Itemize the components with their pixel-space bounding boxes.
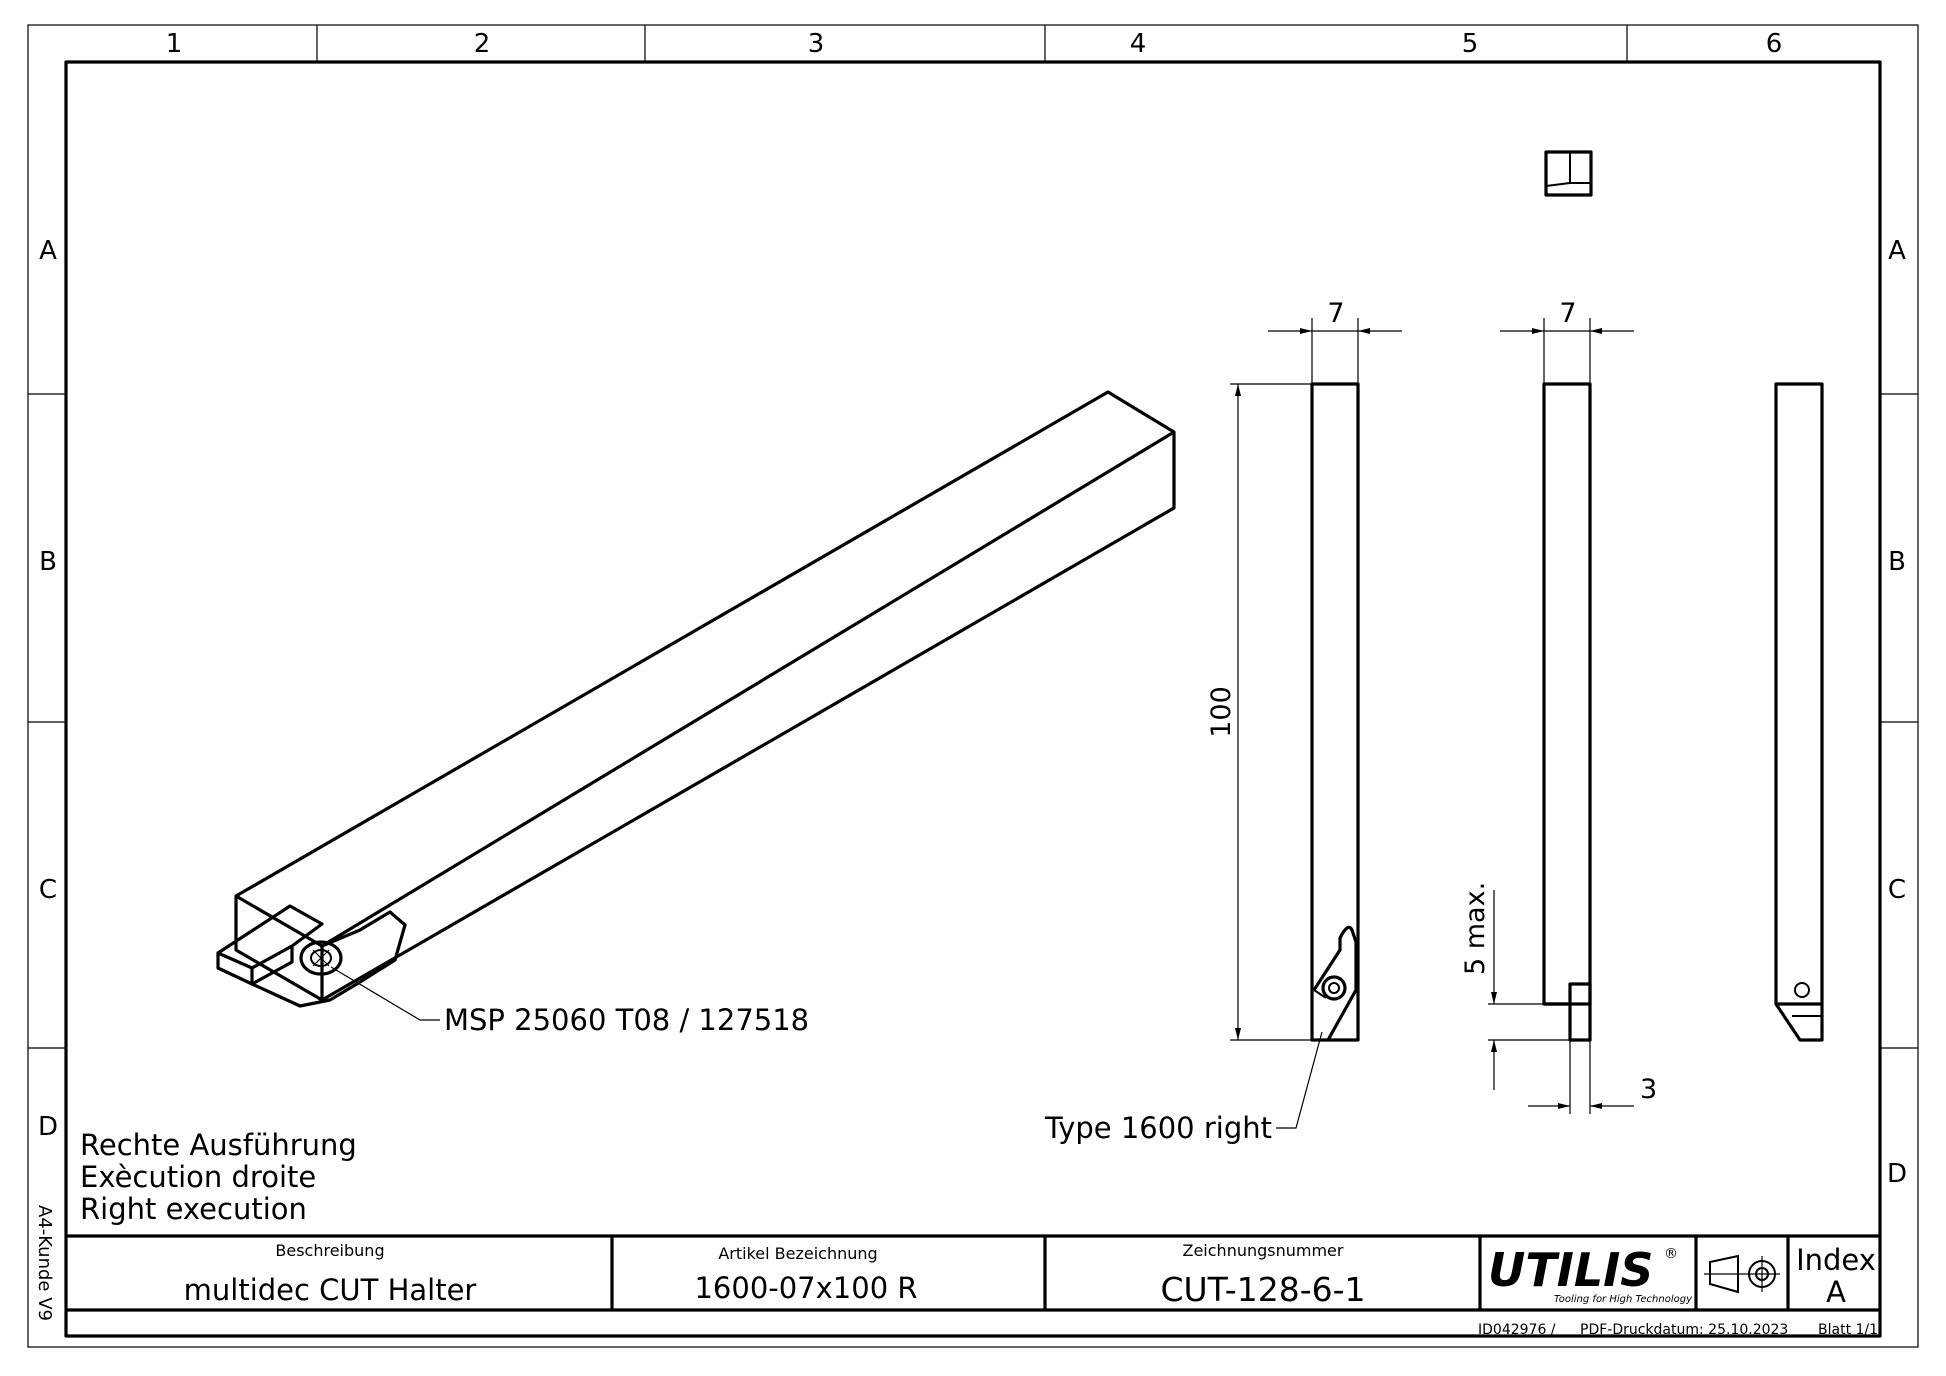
description-value: multidec CUT Halter [184,1273,477,1307]
drawing-frame [27,24,1919,1348]
offset-dimension: 5 max. [1460,882,1570,1090]
footer-print-date: PDF-Druckdatum: 25.10.2023 [1580,1322,1788,1338]
insert-width-dimension: 3 [1528,1040,1657,1114]
index-value: A [1826,1275,1846,1309]
row-label: B [39,547,57,577]
drawing-number-value: CUT-128-6-1 [1160,1270,1365,1309]
footer: ID042976 / PDF-Druckdatum: 25.10.2023 Bl… [1478,1322,1878,1338]
front-view [1310,382,1360,1042]
column-label: 4 [1130,29,1147,59]
index-label: Index [1796,1243,1876,1277]
article-header: Artikel Bezeichnung [718,1244,877,1263]
row-label: A [1888,236,1906,266]
front-width-value: 7 [1327,298,1344,329]
side-view [1542,382,1592,1042]
isometric-view [216,390,1176,1021]
screw-callout: MSP 25060 T08 / 127518 [444,1003,809,1037]
brand-name: UTILIS [1488,1243,1653,1297]
column-label: 2 [474,29,491,59]
column-label: 3 [808,29,825,59]
row-label: D [1887,1159,1907,1189]
row-label: C [1888,875,1906,905]
template-label: A4-Kunde V9 [34,1205,55,1321]
execution-note-fr: Exècution droite [80,1160,316,1194]
registered-mark: ® [1664,1246,1678,1262]
drawing-number-header: Zeichnungsnummer [1183,1241,1344,1260]
front-width-dimension: 7 [1268,298,1402,384]
row-label: C [39,875,57,905]
column-label: 5 [1462,29,1479,59]
row-label: D [38,1112,58,1142]
row-labels-left: A B C D [38,236,58,1142]
title-block: Beschreibung multidec CUT Halter Artikel… [66,1234,1880,1312]
footer-sheet: Blatt 1/1 [1818,1322,1878,1338]
article-value: 1600-07x100 R [694,1271,917,1305]
insert-width-value: 3 [1640,1074,1657,1105]
first-angle-projection-icon [1704,1254,1780,1294]
length-dimension: 100 [1206,383,1312,1041]
rear-view [1774,382,1824,1042]
row-label: B [1888,547,1906,577]
side-width-dimension: 7 [1500,298,1634,384]
surface-finish-icon [1544,150,1593,197]
execution-note-en: Right execution [80,1192,307,1226]
column-label: 1 [166,29,183,59]
brand-logo: UTILIS ® Tooling for High Technology [1488,1243,1693,1305]
side-width-value: 7 [1559,298,1576,329]
brand-tagline: Tooling for High Technology [1554,1294,1693,1305]
column-label: 6 [1766,29,1783,59]
footer-id: ID042976 / [1478,1322,1556,1338]
execution-note-de: Rechte Ausführung [80,1128,357,1162]
insert-callout: Type 1600 right [1044,1111,1272,1145]
offset-value: 5 max. [1460,882,1491,975]
column-labels: 1 2 3 4 5 6 [166,29,1783,59]
row-labels-right: A B C D [1887,236,1907,1189]
row-label: A [39,236,57,266]
execution-notes: Rechte Ausführung Exècution droite Right… [80,1128,357,1226]
description-header: Beschreibung [275,1241,384,1260]
length-value: 100 [1206,686,1237,738]
